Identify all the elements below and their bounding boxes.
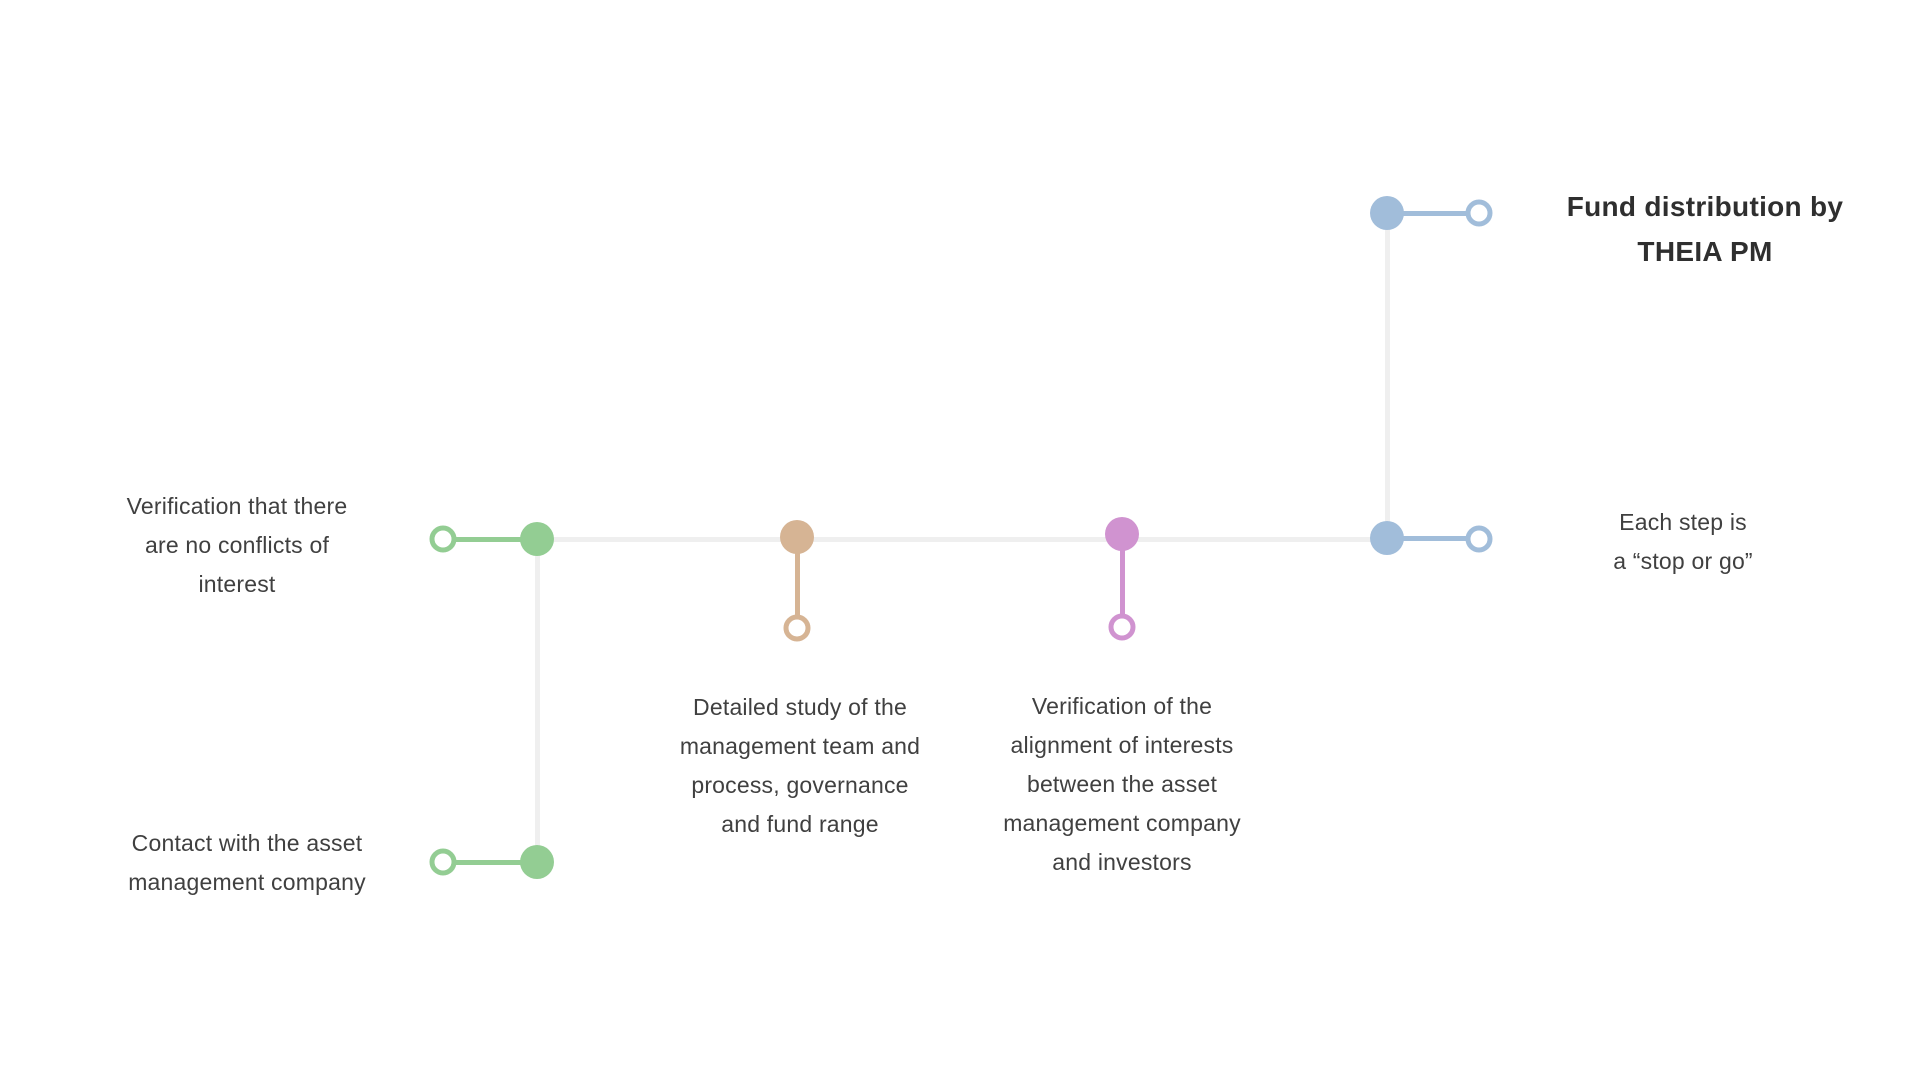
label-line: interest	[198, 571, 276, 597]
title-line: THEIA PM	[1637, 236, 1773, 267]
label-line: a “stop or go”	[1613, 548, 1753, 574]
fund-distribution-open-marker	[1465, 199, 1493, 227]
conflicts-open-marker	[429, 525, 457, 553]
label-contact-asset-management: Contact with the asset management compan…	[87, 824, 407, 902]
fund-distribution-filled-marker	[1370, 196, 1404, 230]
detailed-study-stem	[795, 537, 800, 628]
label-verification-no-conflicts: Verification that there are no conflicts…	[77, 487, 397, 604]
contact-open-marker	[429, 848, 457, 876]
label-line: Detailed study of the	[693, 694, 907, 720]
detailed-study-filled-marker	[780, 520, 814, 554]
label-detailed-study: Detailed study of the management team an…	[660, 688, 940, 844]
stop-or-go-filled-marker	[1370, 521, 1404, 555]
blue-branch-vertical-track	[1385, 213, 1390, 539]
label-line: Each step is	[1619, 509, 1747, 535]
detailed-study-open-marker	[783, 614, 811, 642]
label-line: Contact with the asset	[131, 830, 363, 856]
stop-or-go-node-connector	[1387, 536, 1479, 541]
label-alignment-of-interests: Verification of the alignment of interes…	[972, 687, 1272, 882]
stop-or-go-open-marker	[1465, 525, 1493, 553]
label-line: between the asset	[1026, 771, 1218, 797]
alignment-filled-marker	[1105, 517, 1139, 551]
diagram-title: Fund distribution by THEIA PM	[1545, 184, 1865, 274]
label-line: management team and	[679, 733, 921, 759]
alignment-open-marker	[1108, 613, 1136, 641]
conflicts-filled-marker	[520, 522, 554, 556]
label-line: and fund range	[721, 811, 879, 837]
label-line: alignment of interests	[1010, 732, 1234, 758]
label-line: process, governance	[691, 772, 909, 798]
conflicts-node-connector	[443, 537, 537, 542]
green-branch-vertical-track	[535, 539, 540, 862]
fund-distribution-node-connector	[1387, 211, 1479, 216]
title-line: Fund distribution by	[1566, 191, 1844, 222]
alignment-stem	[1120, 534, 1125, 627]
label-line: Verification that there	[126, 493, 348, 519]
label-line: Verification of the	[1031, 693, 1213, 719]
label-line: management company	[1003, 810, 1241, 836]
label-line: management company	[128, 869, 366, 895]
label-line: and investors	[1052, 849, 1192, 875]
label-line: are no conflicts of	[144, 532, 330, 558]
contact-node-connector	[443, 860, 537, 865]
label-stop-or-go: Each step is a “stop or go”	[1553, 503, 1813, 581]
contact-filled-marker	[520, 845, 554, 879]
horizontal-axis-track	[537, 537, 1387, 542]
